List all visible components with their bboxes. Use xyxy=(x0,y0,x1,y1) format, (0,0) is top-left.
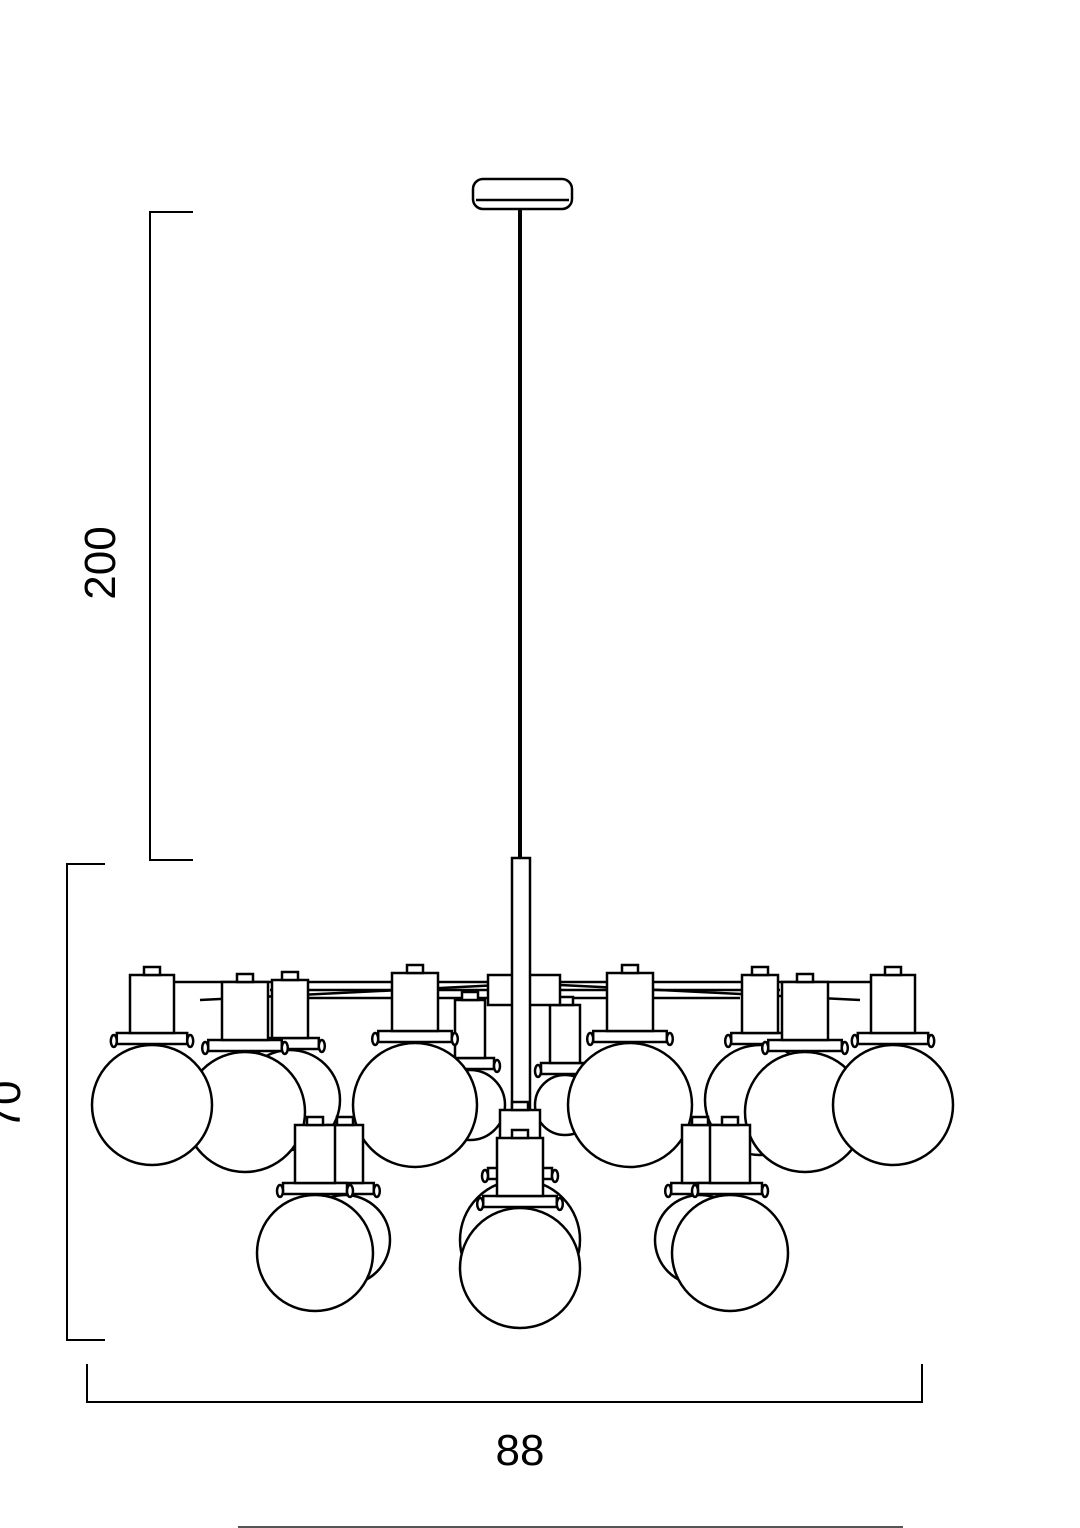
screw-icon xyxy=(200,1040,210,1056)
socket-collar xyxy=(206,1038,284,1053)
bulb-with-socket xyxy=(831,965,955,1167)
bulb-with-socket xyxy=(670,1115,790,1313)
socket-cap xyxy=(690,1115,710,1127)
screw-icon xyxy=(840,1040,850,1056)
socket-collar xyxy=(281,1181,349,1196)
socket-body xyxy=(548,1003,582,1065)
socket-cap xyxy=(305,1115,325,1127)
screw-icon xyxy=(475,1196,485,1212)
ceiling-canopy xyxy=(471,177,574,211)
socket-body xyxy=(390,971,440,1033)
screw-icon xyxy=(663,1183,673,1199)
screw-icon xyxy=(690,1183,700,1199)
globe-bulb xyxy=(670,1193,790,1313)
bulb-with-socket xyxy=(566,963,694,1169)
globe-bulb xyxy=(90,1043,214,1167)
screw-icon xyxy=(185,1033,195,1049)
socket-body xyxy=(128,973,176,1035)
globe-bulb xyxy=(255,1193,375,1313)
drop-height-label: 200 xyxy=(76,526,125,599)
socket-body xyxy=(740,973,780,1035)
socket-body xyxy=(453,998,487,1060)
socket-cap xyxy=(335,1115,355,1127)
bulb-with-socket xyxy=(255,1115,375,1313)
globe-bulb xyxy=(566,1041,694,1169)
socket-cap xyxy=(405,963,425,975)
front-bulb-row xyxy=(255,1100,790,1330)
screw-icon xyxy=(760,1183,770,1199)
screw-icon xyxy=(480,1168,490,1184)
socket-cap xyxy=(720,1115,740,1127)
screw-icon xyxy=(760,1040,770,1056)
width-dimension xyxy=(86,1364,923,1403)
screw-icon xyxy=(345,1183,355,1199)
socket-body xyxy=(869,973,917,1035)
screw-icon xyxy=(926,1033,936,1049)
socket-collar xyxy=(766,1038,844,1053)
bulb-with-socket xyxy=(90,965,214,1167)
screw-icon xyxy=(585,1031,595,1047)
socket-cap xyxy=(620,963,640,975)
socket-collar xyxy=(481,1194,559,1209)
screw-icon xyxy=(492,1058,502,1074)
screw-icon xyxy=(275,1183,285,1199)
socket-cap xyxy=(460,990,480,1002)
socket-body xyxy=(605,971,655,1033)
globe-bulb xyxy=(458,1206,582,1330)
screw-icon xyxy=(109,1033,119,1049)
socket-collar xyxy=(376,1029,454,1044)
socket-cap xyxy=(883,965,903,977)
socket-cap xyxy=(510,1128,530,1140)
screw-icon xyxy=(850,1033,860,1049)
body-height-label: 70 xyxy=(0,1081,30,1130)
socket-body xyxy=(293,1123,337,1185)
socket-collar xyxy=(856,1031,930,1046)
bulb-with-socket xyxy=(183,972,307,1174)
screw-icon xyxy=(450,1031,460,1047)
socket-cap xyxy=(235,972,255,984)
screw-icon xyxy=(370,1031,380,1047)
socket-collar xyxy=(696,1181,764,1196)
width-label: 88 xyxy=(496,1426,545,1475)
body-height-dimension xyxy=(66,863,105,1341)
socket-body xyxy=(708,1123,752,1185)
socket-body xyxy=(270,978,310,1040)
socket-body xyxy=(220,980,270,1042)
socket-body xyxy=(780,980,830,1042)
screw-icon xyxy=(555,1196,565,1212)
drop-height-dimension xyxy=(149,211,193,861)
socket-body xyxy=(495,1136,545,1198)
socket-cap xyxy=(142,965,162,977)
bulb-with-socket xyxy=(743,972,867,1174)
screw-icon xyxy=(372,1183,382,1199)
socket-collar xyxy=(591,1029,669,1044)
globe-bulb xyxy=(351,1041,479,1169)
bulb-with-socket xyxy=(351,963,479,1169)
bulb-with-socket xyxy=(458,1128,582,1330)
screw-icon xyxy=(533,1063,543,1079)
center-stem xyxy=(486,856,562,1135)
screw-icon xyxy=(280,1040,290,1056)
screw-icon xyxy=(550,1168,560,1184)
socket-cap xyxy=(750,965,770,977)
screw-icon xyxy=(723,1033,733,1049)
socket-cap xyxy=(795,972,815,984)
socket-cap xyxy=(510,1100,530,1112)
socket-collar xyxy=(115,1031,189,1046)
globe-bulb xyxy=(831,1043,955,1167)
screw-icon xyxy=(317,1038,327,1054)
socket-cap xyxy=(280,970,300,982)
screw-icon xyxy=(665,1031,675,1047)
